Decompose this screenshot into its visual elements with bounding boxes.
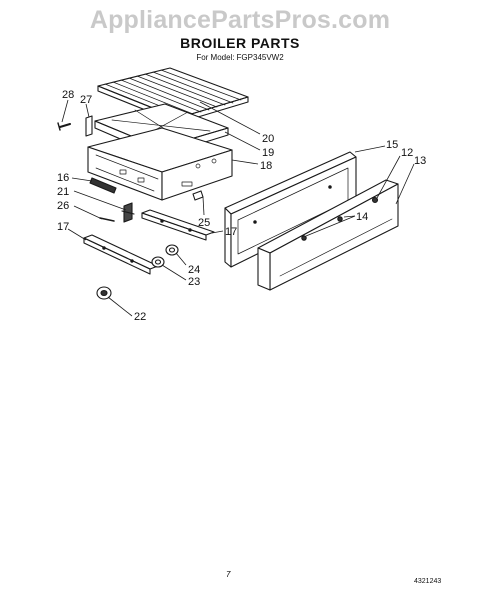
watermark-logo: AppliancePartsPros.com — [89, 6, 391, 34]
drawer-front-panel — [224, 151, 357, 268]
leader-lines — [61, 99, 415, 317]
part-label: 16 — [57, 172, 69, 184]
part-label: 19 — [262, 147, 274, 159]
roller-22 — [96, 286, 112, 300]
roller-24 — [165, 244, 179, 256]
part-label: 28 — [62, 89, 74, 101]
slide-rail-upper — [141, 209, 215, 241]
part-label: 14 — [356, 211, 368, 223]
part-label: 23 — [188, 276, 200, 288]
clip-21 — [121, 202, 135, 223]
part-label: 26 — [57, 200, 69, 212]
model-number: FGP345VW2 — [236, 53, 284, 62]
broiler-drawer-body — [87, 127, 233, 201]
for-model-label: For Model: — [196, 53, 235, 62]
screw-28 — [57, 122, 71, 131]
clip-25 — [192, 190, 204, 201]
part-label: 24 — [188, 264, 200, 276]
slide-rail-lower — [83, 234, 159, 275]
roller-23 — [151, 256, 165, 268]
clip-12 — [371, 196, 379, 204]
page-title: BROILER PARTS — [180, 35, 300, 51]
pin-26 — [99, 217, 115, 222]
document-number: 4321243 — [414, 578, 442, 585]
part-label: 13 — [414, 155, 426, 167]
bumper-14b — [337, 216, 343, 222]
drawer-outer-panel — [257, 179, 399, 291]
part-labels: 28 27 20 19 18 16 21 26 25 17 17 24 23 2… — [57, 89, 426, 323]
bracket-27 — [85, 115, 93, 137]
bumper-14a — [301, 235, 307, 241]
part-label: 20 — [262, 133, 274, 145]
burner-16 — [89, 177, 117, 194]
part-label: 18 — [260, 160, 272, 172]
part-label: 25 — [198, 217, 210, 229]
part-label: 15 — [386, 139, 398, 151]
part-label: 17 — [57, 221, 69, 233]
part-label: 27 — [80, 94, 92, 106]
part-label: 22 — [134, 311, 146, 323]
model-subtitle: For Model:FGP345VW2 — [0, 53, 480, 62]
page-number: 7 — [226, 570, 231, 579]
part-label: 12 — [401, 147, 413, 159]
part-label: 21 — [57, 186, 69, 198]
part-label: 17 — [225, 226, 237, 238]
